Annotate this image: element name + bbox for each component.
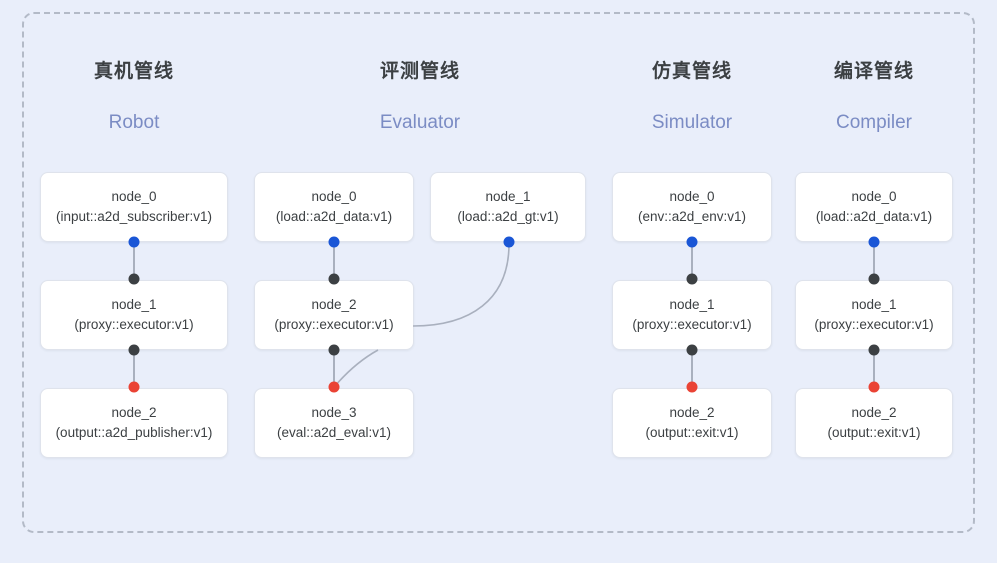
node-id: node_0 bbox=[311, 189, 357, 205]
node-simulator-0[interactable]: node_0 (env::a2d_env:v1) bbox=[612, 172, 772, 242]
column-evaluator: 评测管线 Evaluator bbox=[254, 0, 586, 132]
node-type: (env::a2d_env:v1) bbox=[637, 209, 747, 224]
column-title-en-compiler: Compiler bbox=[835, 112, 913, 133]
node-evaluator-2[interactable]: node_2 (proxy::executor:v1) bbox=[254, 280, 414, 350]
node-id: node_1 bbox=[485, 189, 531, 205]
node-id: node_2 bbox=[111, 405, 157, 421]
node-type: (proxy::executor:v1) bbox=[814, 317, 934, 332]
node-evaluator-0[interactable]: node_0 (load::a2d_data:v1) bbox=[254, 172, 414, 242]
node-simulator-1[interactable]: node_1 (proxy::executor:v1) bbox=[612, 280, 772, 350]
node-id: node_2 bbox=[311, 297, 357, 313]
node-type: (input::a2d_subscriber:v1) bbox=[55, 209, 213, 224]
node-robot-1[interactable]: node_1 (proxy::executor:v1) bbox=[40, 280, 228, 350]
port-in-compiler-1[interactable] bbox=[868, 273, 880, 285]
edge-evaluator-0-2 bbox=[333, 242, 335, 280]
node-id: node_2 bbox=[669, 405, 715, 421]
node-type: (output::exit:v1) bbox=[645, 425, 739, 440]
port-in-robot-1[interactable] bbox=[128, 273, 140, 285]
port-in-robot-1-out[interactable] bbox=[128, 344, 140, 356]
node-id: node_0 bbox=[851, 189, 897, 205]
node-compiler-0[interactable]: node_0 (load::a2d_data:v1) bbox=[795, 172, 953, 242]
node-id: node_3 bbox=[311, 405, 357, 421]
port-out-robot-0[interactable] bbox=[128, 236, 140, 248]
node-id: node_0 bbox=[111, 189, 157, 205]
column-title-en-simulator: Simulator bbox=[651, 112, 733, 133]
node-compiler-1[interactable]: node_1 (proxy::executor:v1) bbox=[795, 280, 953, 350]
column-simulator: 仿真管线 Simulator bbox=[612, 0, 772, 132]
edge-compiler-1-2 bbox=[873, 350, 875, 388]
node-type: (eval::a2d_eval:v1) bbox=[276, 425, 392, 440]
port-term-compiler-2[interactable] bbox=[868, 381, 880, 393]
port-in-compiler-1-out[interactable] bbox=[868, 344, 880, 356]
port-in-simulator-1-out[interactable] bbox=[686, 344, 698, 356]
node-type: (proxy::executor:v1) bbox=[632, 317, 752, 332]
node-id: node_1 bbox=[111, 297, 157, 313]
node-simulator-2[interactable]: node_2 (output::exit:v1) bbox=[612, 388, 772, 458]
port-term-robot-2[interactable] bbox=[128, 381, 140, 393]
column-robot: 真机管线 Robot bbox=[40, 0, 228, 132]
port-out-evaluator-0[interactable] bbox=[328, 236, 340, 248]
node-type: (load::a2d_gt:v1) bbox=[457, 209, 559, 224]
column-header-simulator: 仿真管线 Simulator bbox=[612, 62, 772, 132]
column-title-en-robot: Robot bbox=[108, 112, 160, 133]
node-compiler-2[interactable]: node_2 (output::exit:v1) bbox=[795, 388, 953, 458]
node-type: (proxy::executor:v1) bbox=[274, 317, 394, 332]
port-in-evaluator-2-out[interactable] bbox=[328, 344, 340, 356]
node-id: node_2 bbox=[851, 405, 897, 421]
column-title-cn-compiler: 编译管线 bbox=[833, 61, 914, 82]
port-in-evaluator-2[interactable] bbox=[328, 273, 340, 285]
edge-simulator-0-1 bbox=[691, 242, 693, 280]
node-type: (proxy::executor:v1) bbox=[74, 317, 194, 332]
port-term-evaluator-3[interactable] bbox=[328, 381, 340, 393]
port-out-compiler-0[interactable] bbox=[868, 236, 880, 248]
port-out-simulator-0[interactable] bbox=[686, 236, 698, 248]
node-robot-2[interactable]: node_2 (output::a2d_publisher:v1) bbox=[40, 388, 228, 458]
node-id: node_0 bbox=[669, 189, 715, 205]
node-type: (output::exit:v1) bbox=[827, 425, 921, 440]
node-type: (output::a2d_publisher:v1) bbox=[55, 425, 213, 440]
column-header-compiler: 编译管线 Compiler bbox=[795, 62, 953, 132]
port-term-simulator-2[interactable] bbox=[686, 381, 698, 393]
edge-evaluator-2-3 bbox=[333, 350, 335, 388]
edge-simulator-1-2 bbox=[691, 350, 693, 388]
node-type: (load::a2d_data:v1) bbox=[275, 209, 393, 224]
column-header-robot: 真机管线 Robot bbox=[40, 62, 228, 132]
edge-robot-0-1 bbox=[133, 242, 135, 280]
port-out-evaluator-1[interactable] bbox=[503, 236, 515, 248]
node-id: node_1 bbox=[851, 297, 897, 313]
node-type: (load::a2d_data:v1) bbox=[815, 209, 933, 224]
column-title-cn-evaluator: 评测管线 bbox=[379, 61, 460, 82]
node-evaluator-1[interactable]: node_1 (load::a2d_gt:v1) bbox=[430, 172, 586, 242]
edge-robot-1-2 bbox=[133, 350, 135, 388]
column-header-evaluator: 评测管线 Evaluator bbox=[254, 62, 586, 132]
edge-compiler-0-1 bbox=[873, 242, 875, 280]
node-robot-0[interactable]: node_0 (input::a2d_subscriber:v1) bbox=[40, 172, 228, 242]
column-title-cn-robot: 真机管线 bbox=[93, 61, 174, 82]
column-title-cn-simulator: 仿真管线 bbox=[651, 61, 732, 82]
node-id: node_1 bbox=[669, 297, 715, 313]
column-compiler: 编译管线 Compiler bbox=[795, 0, 953, 132]
node-evaluator-3[interactable]: node_3 (eval::a2d_eval:v1) bbox=[254, 388, 414, 458]
port-in-simulator-1[interactable] bbox=[686, 273, 698, 285]
column-title-en-evaluator: Evaluator bbox=[379, 112, 461, 133]
